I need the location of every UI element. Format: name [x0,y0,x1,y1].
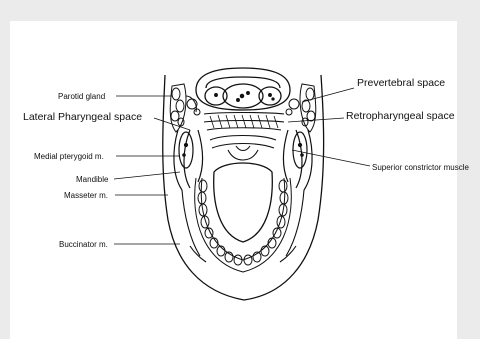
leader-retropharyngeal [288,118,344,122]
label-buccinator: Buccinator m. [59,240,108,249]
teeth-arch [195,178,292,272]
cheeks [182,190,304,262]
palate [210,136,276,161]
label-mandible: Mandible [76,175,109,184]
label-retropharyngeal-space: Retropharyngeal space [346,110,455,122]
label-lateral-pharyngeal-space: Lateral Pharyngeal space [23,111,142,123]
label-parotid-gland: Parotid gland [58,92,105,101]
vertebra [196,68,290,110]
label-masseter: Masseter m. [64,191,108,200]
leader-mandible [114,172,180,179]
leader-prevertebral [302,88,354,102]
label-prevertebral-space: Prevertebral space [357,77,445,89]
leader-superior-constrictor [292,150,370,166]
tongue [214,163,273,242]
pharyngeal-band [204,113,284,131]
label-superior-constrictor: Superior constrictor muscle [372,163,469,172]
label-medial-pterygoid: Medial pterygoid m. [34,152,104,161]
mandible-right [284,130,313,190]
outer-contour [163,75,324,300]
mandible-left [174,130,203,190]
